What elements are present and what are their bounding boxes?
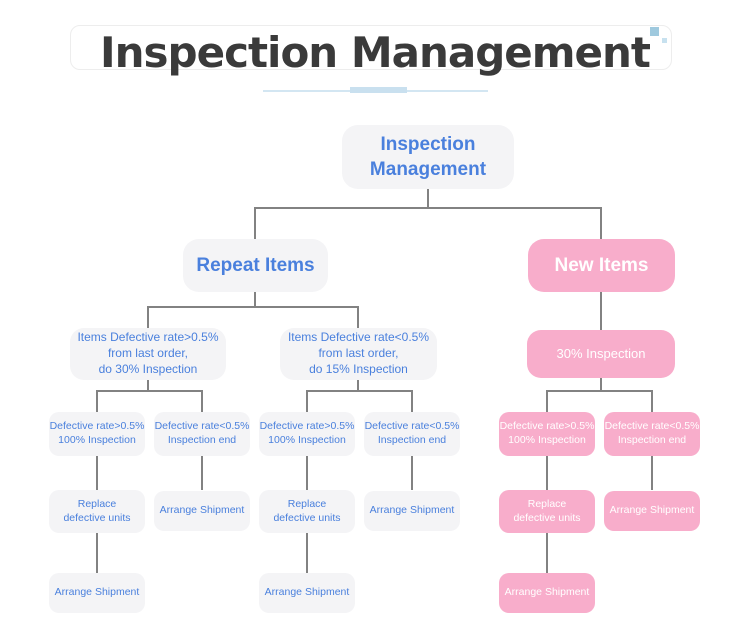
node-inspection-management-root: Inspection Management	[342, 125, 514, 189]
node-repeat-items: Repeat Items	[183, 239, 328, 292]
node-defective-high-100-inspection: Defective rate>0.5% 100% Inspection	[49, 412, 145, 456]
node-arrange-shipment: Arrange Shipment	[364, 491, 460, 531]
page-title: Inspection Management	[100, 28, 651, 77]
connector-line	[96, 532, 98, 573]
connector-line	[306, 456, 308, 490]
connector-line	[254, 292, 256, 308]
node-arrange-shipment: Arrange Shipment	[49, 573, 145, 613]
title-card	[70, 25, 672, 70]
connector-line	[147, 306, 359, 308]
connector-line	[357, 380, 359, 391]
connector-line	[600, 292, 602, 330]
node-replace-defective-units: Replace defective units	[49, 490, 145, 533]
connector-line	[546, 456, 548, 490]
node-new-30-inspection: 30% Inspection	[527, 330, 675, 378]
connector-line	[147, 308, 149, 328]
connector-line	[651, 456, 653, 490]
connector-line	[427, 189, 429, 208]
connector-line	[600, 208, 602, 239]
node-arrange-shipment: Arrange Shipment	[259, 573, 355, 613]
connector-line	[254, 207, 602, 209]
node-defective-low-inspection-end: Defective rate<0.5% Inspection end	[154, 412, 250, 456]
connector-line	[96, 456, 98, 490]
connector-line	[147, 380, 149, 391]
connector-line	[546, 391, 548, 412]
node-replace-defective-units: Replace defective units	[499, 490, 595, 533]
connector-line	[411, 456, 413, 490]
connector-line	[546, 390, 653, 392]
connector-line	[546, 532, 548, 573]
decor-square-small-icon	[662, 38, 667, 43]
connector-line	[96, 391, 98, 412]
connector-line	[201, 456, 203, 490]
node-repeat-defective-low: Items Defective rate<0.5% from last orde…	[280, 328, 437, 380]
connector-line	[254, 208, 256, 239]
decor-square-icon	[650, 27, 659, 36]
connector-line	[411, 391, 413, 412]
node-defective-low-inspection-end: Defective rate<0.5% Inspection end	[364, 412, 460, 456]
connector-line	[651, 391, 653, 412]
node-defective-high-100-inspection: Defective rate>0.5% 100% Inspection	[499, 412, 595, 456]
node-new-items: New Items	[528, 239, 675, 292]
node-arrange-shipment: Arrange Shipment	[499, 573, 595, 613]
node-arrange-shipment: Arrange Shipment	[604, 491, 700, 531]
node-defective-high-100-inspection: Defective rate>0.5% 100% Inspection	[259, 412, 355, 456]
connector-line	[600, 378, 602, 391]
node-defective-low-inspection-end: Defective rate<0.5% Inspection end	[604, 412, 700, 456]
title-underline-accent	[350, 87, 407, 93]
node-arrange-shipment: Arrange Shipment	[154, 491, 250, 531]
connector-line	[96, 390, 203, 392]
connector-line	[306, 532, 308, 573]
connector-line	[306, 391, 308, 412]
node-repeat-defective-high: Items Defective rate>0.5% from last orde…	[70, 328, 226, 380]
connector-line	[201, 391, 203, 412]
connector-line	[306, 390, 413, 392]
node-replace-defective-units: Replace defective units	[259, 490, 355, 533]
connector-line	[357, 308, 359, 328]
